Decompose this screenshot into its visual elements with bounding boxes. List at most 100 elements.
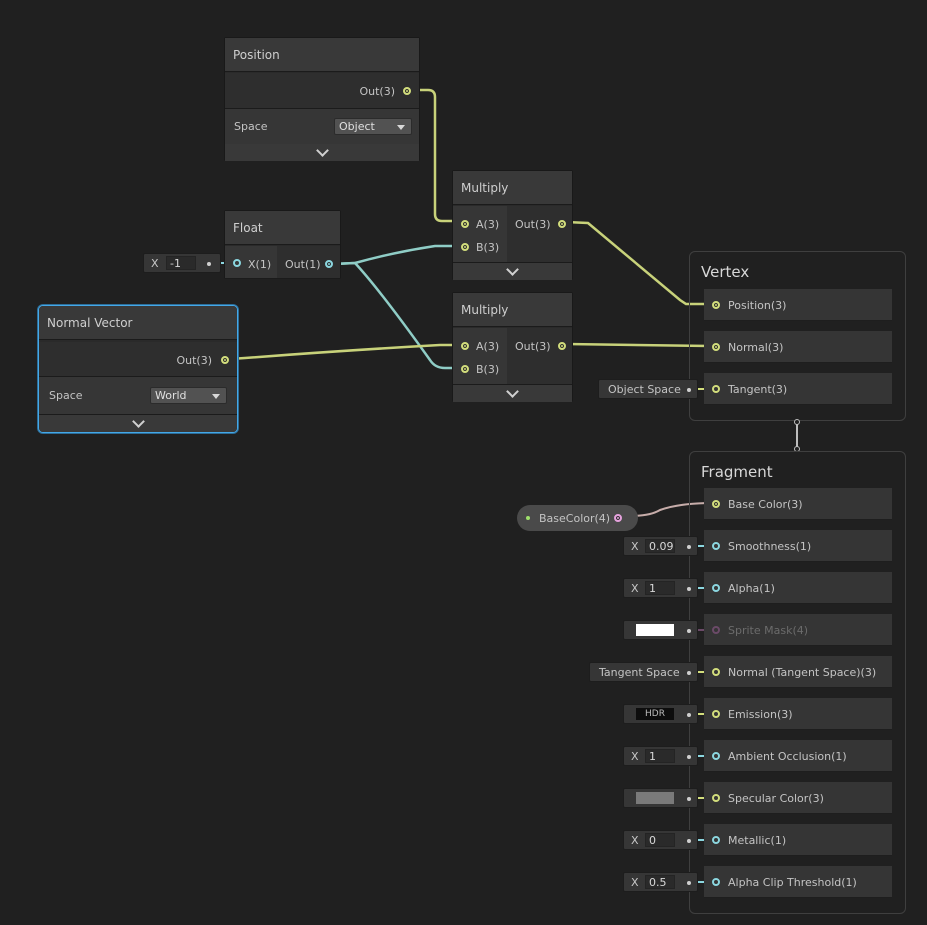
slot-port[interactable]	[712, 836, 720, 844]
fragment-slot-sprite-mask[interactable]: Sprite Mask(4)	[704, 614, 892, 646]
wire-position-to-multiply-a	[412, 88, 463, 223]
value-field[interactable]: 0.09	[645, 539, 675, 553]
vertex-slot-normal[interactable]: Normal(3)	[704, 331, 892, 363]
emission-inline[interactable]: HDR	[623, 704, 698, 724]
tangent-space-inline[interactable]: Object Space	[598, 379, 698, 399]
slot-label: Ambient Occlusion(1)	[728, 750, 847, 763]
out-port[interactable]	[558, 220, 566, 228]
out-port[interactable]	[403, 87, 411, 95]
value-field[interactable]: 0	[645, 833, 675, 847]
node-title[interactable]: Position	[225, 38, 419, 72]
float-inline-input[interactable]: X -1	[143, 253, 221, 273]
x-label: X	[631, 876, 639, 889]
fragment-slot-smoothness[interactable]: Smoothness(1)	[704, 530, 892, 562]
slot-port[interactable]	[712, 794, 720, 802]
slot-port[interactable]	[712, 301, 720, 309]
vertex-title: Vertex	[701, 263, 750, 281]
fragment-slot-base-color[interactable]: Base Color(3)	[704, 488, 892, 520]
slot-label: Specular Color(3)	[728, 792, 824, 805]
slot-port[interactable]	[712, 626, 720, 634]
value-field[interactable]: 0.5	[645, 875, 675, 889]
fragment-slot-ambient-occlusion[interactable]: Ambient Occlusion(1)	[704, 740, 892, 772]
node-title[interactable]: Float	[225, 211, 340, 245]
x-input-port[interactable]	[233, 259, 241, 267]
space-row: Space Object	[225, 109, 419, 145]
node-title[interactable]: Multiply	[453, 171, 572, 205]
normal-ts-inline[interactable]: Tangent Space	[589, 662, 698, 682]
fragment-slot-alpha-clip[interactable]: Alpha Clip Threshold(1)	[704, 866, 892, 898]
space-dropdown[interactable]: World	[150, 387, 227, 404]
slot-port[interactable]	[712, 500, 720, 508]
color-swatch[interactable]	[636, 624, 674, 636]
inline-port-dot	[687, 755, 691, 759]
alpha-inline[interactable]: X 1	[623, 578, 698, 598]
inline-port-dot	[687, 839, 691, 843]
space-label: Space	[49, 389, 83, 402]
color-swatch[interactable]	[636, 792, 674, 804]
out-port[interactable]	[221, 356, 229, 364]
out-label: Out(3)	[515, 218, 551, 231]
alpha-clip-inline[interactable]: X 0.5	[623, 872, 698, 892]
hdr-color-field[interactable]: HDR	[636, 708, 674, 720]
fragment-slot-normal-ts[interactable]: Normal (Tangent Space)(3)	[704, 656, 892, 688]
value-field[interactable]: 1	[645, 581, 675, 595]
multiply-node-1[interactable]: Multiply A(3) B(3) Out(3)	[452, 170, 573, 280]
multiply-node-2[interactable]: Multiply A(3) B(3) Out(3)	[452, 292, 573, 402]
specular-inline[interactable]	[623, 788, 698, 808]
x-label: X	[631, 582, 639, 595]
slot-port[interactable]	[712, 752, 720, 760]
property-out-port[interactable]	[614, 514, 622, 522]
collapse-toggle[interactable]	[39, 415, 237, 432]
out-label: Out(3)	[359, 85, 395, 98]
sprite-mask-inline[interactable]	[623, 620, 698, 640]
fragment-slot-emission[interactable]: Emission(3)	[704, 698, 892, 730]
b-input-port[interactable]	[461, 243, 469, 251]
slot-label: Normal (Tangent Space)(3)	[728, 666, 877, 679]
float-value-field[interactable]: -1	[166, 256, 196, 270]
x-label: X	[631, 750, 639, 763]
wire-basecolor-to-base-color	[629, 502, 713, 517]
collapse-toggle[interactable]	[225, 144, 419, 161]
ambient-occlusion-inline[interactable]: X 1	[623, 746, 698, 766]
node-title[interactable]: Normal Vector	[39, 306, 237, 340]
position-node[interactable]: Position Out(3) Space Object	[224, 37, 420, 161]
fragment-title: Fragment	[701, 463, 773, 481]
out-port[interactable]	[558, 342, 566, 350]
x-label: X	[631, 540, 639, 553]
space-dropdown[interactable]: Object	[334, 118, 412, 135]
smoothness-inline[interactable]: X 0.09	[623, 536, 698, 556]
float-node[interactable]: Float X(1) Out(1)	[224, 210, 341, 279]
slot-port[interactable]	[712, 542, 720, 550]
collapse-toggle[interactable]	[453, 263, 572, 280]
out-port[interactable]	[325, 260, 333, 268]
vertex-context[interactable]: Vertex Position(3) Normal(3) Tangent(3)	[689, 251, 906, 421]
vertex-slot-tangent[interactable]: Tangent(3)	[704, 373, 892, 405]
space-value: World	[155, 389, 187, 402]
slot-port[interactable]	[712, 878, 720, 886]
fragment-slot-specular[interactable]: Specular Color(3)	[704, 782, 892, 814]
basecolor-property-node[interactable]: BaseColor(4)	[517, 505, 638, 531]
value-field[interactable]: 1	[645, 749, 675, 763]
wire-float-to-multiply2-b	[331, 261, 463, 370]
fragment-context[interactable]: Fragment Base Color(3) Smoothness(1) Alp…	[689, 451, 906, 914]
a-input-port[interactable]	[461, 220, 469, 228]
a-input-port[interactable]	[461, 342, 469, 350]
normal-vector-node[interactable]: Normal Vector Out(3) Space World	[38, 305, 238, 433]
inline-port-dot	[687, 671, 691, 675]
vertex-output-dot[interactable]	[794, 419, 800, 425]
metallic-inline[interactable]: X 0	[623, 830, 698, 850]
b-input-port[interactable]	[461, 365, 469, 373]
fragment-slot-metallic[interactable]: Metallic(1)	[704, 824, 892, 856]
slot-port[interactable]	[712, 584, 720, 592]
chevron-down-icon	[131, 415, 145, 428]
inline-port-dot	[687, 629, 691, 633]
slot-label: Alpha Clip Threshold(1)	[728, 876, 857, 889]
fragment-slot-alpha[interactable]: Alpha(1)	[704, 572, 892, 604]
node-title[interactable]: Multiply	[453, 293, 572, 327]
slot-port[interactable]	[712, 385, 720, 393]
collapse-toggle[interactable]	[453, 385, 572, 402]
vertex-slot-position[interactable]: Position(3)	[704, 289, 892, 321]
slot-port[interactable]	[712, 710, 720, 718]
slot-port[interactable]	[712, 343, 720, 351]
slot-port[interactable]	[712, 668, 720, 676]
